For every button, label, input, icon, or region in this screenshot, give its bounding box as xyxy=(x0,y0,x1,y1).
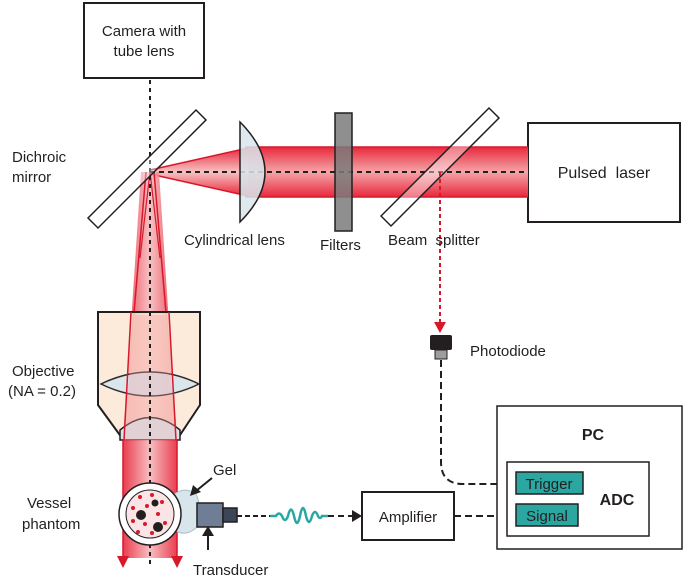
pc-label: PC xyxy=(582,427,605,444)
dichroic-mirror xyxy=(86,108,208,230)
camera-box xyxy=(83,2,205,79)
objective-front-lens xyxy=(119,416,181,441)
vessel-phantom xyxy=(118,482,201,546)
signal-channel xyxy=(515,503,579,527)
amplifier-box xyxy=(361,491,455,541)
ultrasound-signal xyxy=(270,506,328,525)
trigger-cable xyxy=(440,360,510,485)
transducer xyxy=(196,502,238,528)
signal-label: Signal xyxy=(526,508,568,525)
beam-splitter xyxy=(379,106,501,228)
amplifier-label: Amplifier xyxy=(379,509,437,526)
pulsed-laser-label: Pulsed laser xyxy=(558,165,651,182)
objective-label-line1: Objective xyxy=(12,363,75,380)
filter-plate xyxy=(334,112,353,232)
trigger-label: Trigger xyxy=(526,476,573,493)
objective-label-line2: (NA = 0.2) xyxy=(8,383,76,400)
pulsed-laser-box xyxy=(527,122,681,223)
vessel-label-line1: Vessel xyxy=(27,495,71,512)
beam-splitter-label: Beam splitter xyxy=(388,232,480,249)
gel-label: Gel xyxy=(213,462,236,479)
vessel-label-line2: phantom xyxy=(22,516,80,533)
transducer-label: Transducer xyxy=(193,562,268,579)
adc-label: ADC xyxy=(600,492,635,509)
dichroic-label-line2: mirror xyxy=(12,169,51,186)
cylindrical-lens-label: Cylindrical lens xyxy=(184,232,285,249)
cylindrical-lens xyxy=(239,120,266,224)
filters-label: Filters xyxy=(320,237,361,254)
photodiode-label: Photodiode xyxy=(470,343,546,360)
trigger-channel xyxy=(515,471,584,495)
dichroic-label-line1: Dichroic xyxy=(12,149,67,166)
photodiode xyxy=(430,335,452,360)
camera-label-line2: tube lens xyxy=(114,43,175,60)
camera-label-line1: Camera with xyxy=(102,23,186,40)
